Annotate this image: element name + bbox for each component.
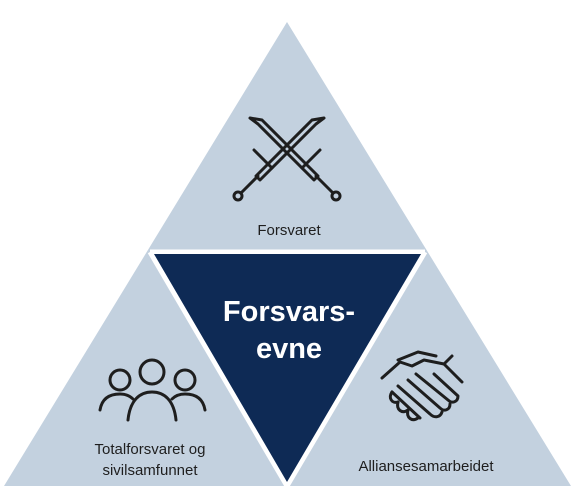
bottom-left-label-line1: Totalforsvaret og bbox=[95, 441, 206, 458]
bottom-left-label-line2: sivilsamfunnet bbox=[102, 462, 198, 479]
bottom-right-label: Alliansesamarbeidet bbox=[358, 458, 494, 475]
top-label: Forsvaret bbox=[257, 222, 321, 239]
people-group-icon bbox=[98, 358, 207, 422]
center-label-line2: evne bbox=[256, 333, 322, 365]
handshake-icon bbox=[380, 350, 464, 422]
center-label-line1: Forsvars- bbox=[223, 296, 355, 328]
separator-right bbox=[284, 250, 428, 488]
center-triangle bbox=[154, 254, 421, 482]
crossed-swords-icon bbox=[232, 116, 342, 202]
separator-left bbox=[147, 250, 290, 488]
